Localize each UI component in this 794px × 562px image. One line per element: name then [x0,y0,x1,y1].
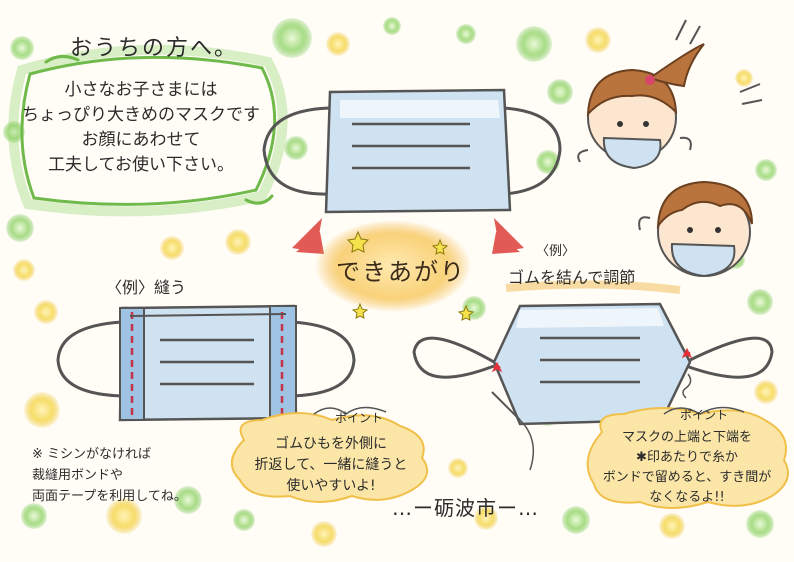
boy-illustration [638,180,753,278]
arrows [292,218,524,254]
city-name: …ー砺波市ー… [392,496,539,520]
left-tip-line: 折返して、一緒に縫うと [254,457,408,473]
tip-bubble-right [586,407,789,509]
left-tip-line: 使いやすいよ! [286,478,376,494]
note-line: お顔にあわせて [81,130,201,150]
side-note-line: 両面テープを利用してね。 [32,489,187,504]
point-label-right: ポイント [680,408,729,422]
girl-illustration [577,19,763,170]
point-label-left: ポイント [335,411,384,425]
mask-top [262,88,562,214]
right-tip-line: ボンドで留めると、すき間が [602,470,772,485]
right-tip-line: なくなるよ!! [649,490,725,505]
left-tip: ゴムひもを外側に 折返して、一緒に縫うと 使いやすいよ! [236,434,426,497]
mask-tied [412,302,774,471]
note-frame [8,44,288,217]
example-tie-label: ゴムを結んで調節 [508,268,636,287]
note-line: 工夫してお使い下さい。 [48,155,234,175]
side-note-line: 裁縫用ボンドや [32,468,124,483]
finished-label: できあがり [336,258,466,286]
tip-bubble-left [231,412,429,503]
right-tip: マスクの上端と下端を ✱印あたりで糸か ボンドで留めると、すき間が なくなるよ!… [592,428,782,508]
side-note-line: ※ ミシンがなければ [32,447,152,462]
note-line: 小さなお子さまには [64,80,218,100]
mask-sewn [56,304,356,422]
right-tip-line: ✱印あたりで糸か [636,450,738,465]
left-tip-line: ゴムひもを外側に [275,436,387,452]
parent-note: 小さなお子さまには ちょっぴり大きめのマスクです お顔にあわせて 工夫してお使い… [16,78,266,178]
sparkles [346,230,475,321]
example-tie-tag: 〈例〉 [536,244,576,259]
page-title: おうちの方へ。 [70,36,239,61]
note-line: ちょっぴり大きめのマスクです [22,105,260,125]
example-sew-label: 〈例〉縫う [106,278,187,297]
side-note: ※ ミシンがなければ 裁縫用ボンドや 両面テープを利用してね。 [32,444,242,507]
right-tip-line: マスクの上端と下端を [621,430,752,445]
background-dots [3,17,778,547]
